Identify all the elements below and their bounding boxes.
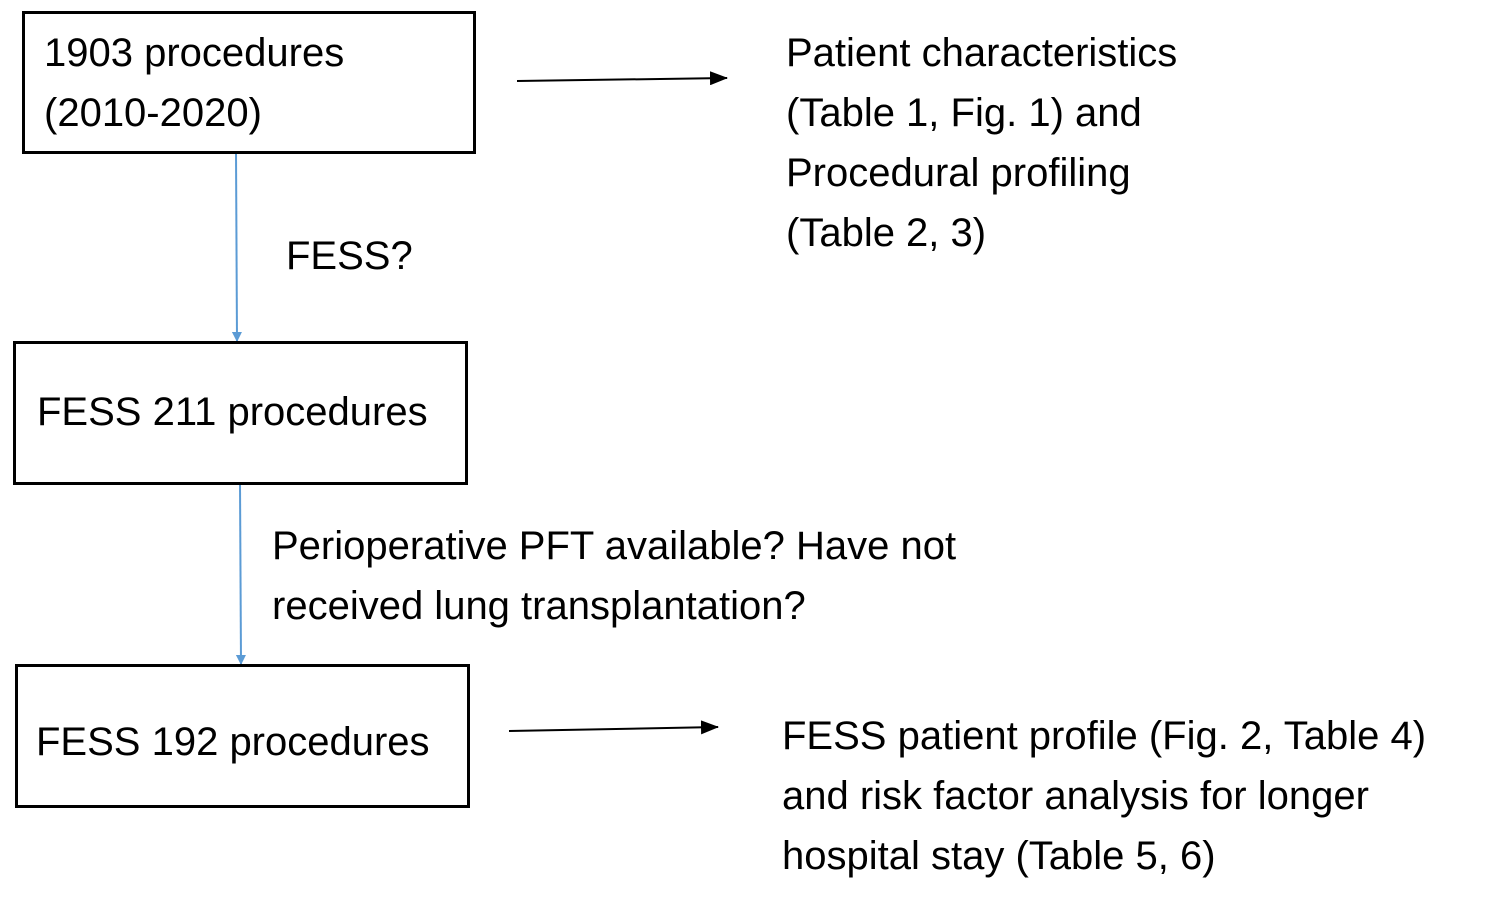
pft-condition-line: Perioperative PFT available? Have not [272,524,957,568]
arrow-fess211-to-fess192 [235,482,246,665]
start-procedures-box [22,11,476,154]
characteristics-line: (Table 1, Fig. 1) and [786,91,1142,135]
characteristics-line: (Table 2, 3) [786,211,987,255]
characteristics-outcome: Patient characteristics (Table 1, Fig. 1… [786,23,1177,263]
start-procedures-line: (2010-2020) [44,91,262,135]
fess-condition-label: FESS? [286,234,413,278]
characteristics-line: Patient characteristics [786,31,1178,75]
arrow-start-to-fess211 [231,151,242,342]
start-procedures-text: 1903 procedures (2010-2020) [44,23,344,143]
fess-profile-outcome: FESS patient profile (Fig. 2, Table 4) a… [782,706,1426,886]
arrow-start-to-characteristics [516,71,728,86]
arrow-fess192-to-profile [508,720,719,735]
fess-profile-line: FESS patient profile (Fig. 2, Table 4) [782,714,1427,758]
fess-211-box [13,341,468,485]
pft-condition-label: Perioperative PFT available? Have not re… [272,516,956,636]
fess-211-label: FESS 211 procedures [37,390,428,434]
fess-192-label: FESS 192 procedures [36,720,430,764]
start-procedures-line: 1903 procedures [44,31,345,75]
characteristics-line: Procedural profiling [786,151,1131,195]
fess-192-box [15,664,470,808]
pft-condition-line: received lung transplantation? [272,584,806,628]
fess-profile-line: and risk factor analysis for longer [782,774,1369,818]
fess-profile-line: hospital stay (Table 5, 6) [782,834,1216,878]
